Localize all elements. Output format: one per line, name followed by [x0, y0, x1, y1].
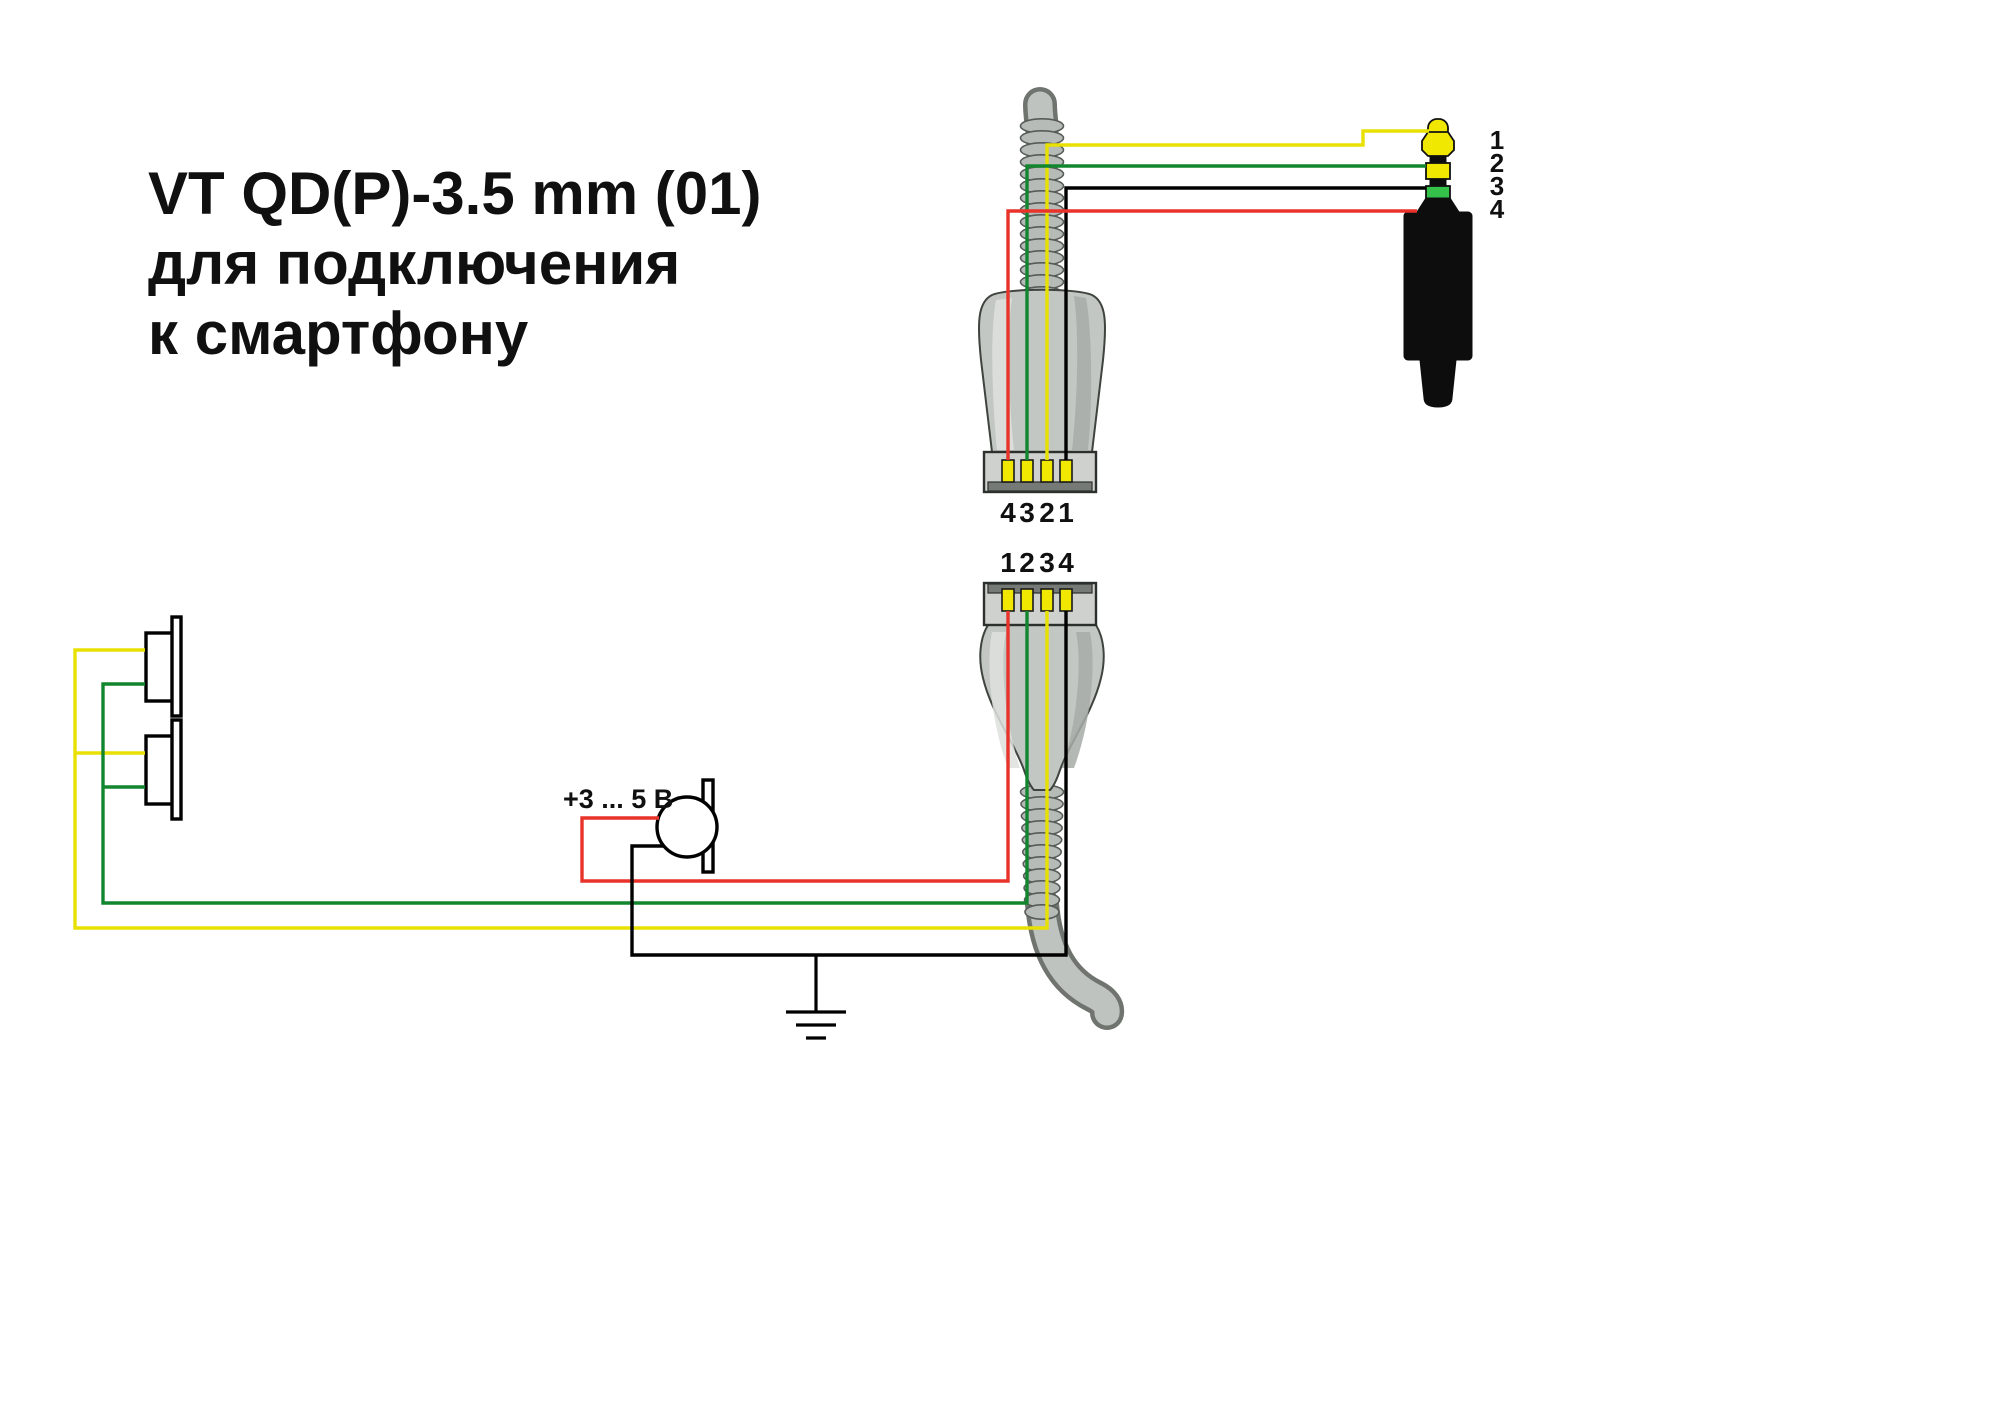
top-pin-label-1: 1	[1058, 497, 1074, 528]
top-pin-label-3: 3	[1019, 497, 1035, 528]
title-line-2: для подключения	[148, 230, 680, 297]
wire-red-to-microphone	[580, 611, 1010, 883]
bottom-pin-label-3: 3	[1039, 547, 1055, 578]
bottom-cable-inner	[1029, 891, 1120, 1026]
jack-contact-label-4: 4	[1490, 194, 1505, 224]
top-pin-label-4: 4	[1000, 497, 1016, 528]
wire-green-to-jack-ring1	[1025, 164, 1426, 460]
speaker-bottom	[144, 718, 183, 821]
qd-pin-1	[1059, 459, 1073, 483]
qd-pin-4b	[1059, 588, 1073, 612]
wire-yellow-to-jack-tip	[1045, 129, 1429, 460]
top-pin-label-2: 2	[1039, 497, 1055, 528]
wire-black-ground	[630, 611, 1068, 957]
bottom-pin-label-1: 1	[1000, 547, 1016, 578]
diagram-title: VT QD(P)-3.5 mm (01) для подключения к с…	[148, 160, 761, 367]
wire-red-to-jack-sleeve	[1006, 209, 1417, 460]
qd-pin-3	[1020, 459, 1034, 483]
microphone: +3 ... 5 В	[563, 778, 719, 874]
jack-plug: 1 2 3 4	[1403, 118, 1505, 408]
qd-pin-1b	[1001, 588, 1015, 612]
jack-sleeve-flare	[1416, 197, 1460, 213]
speaker-bottom-diaphragm	[170, 718, 183, 821]
qd-pin-2b	[1020, 588, 1034, 612]
jack-contact-label-1: 1	[1490, 125, 1504, 155]
bottom-body-shadow	[1062, 632, 1093, 768]
bottom-qd-connector: 1 2 3 4	[979, 547, 1125, 1030]
jack-band-yellow	[1425, 162, 1451, 180]
title-line-3: к смартфону	[148, 300, 529, 367]
ground-lines	[786, 955, 846, 1040]
jack-contact-label-2: 2	[1490, 148, 1504, 178]
speaker-top	[144, 615, 183, 718]
jack-contact-label-3: 3	[1490, 171, 1504, 201]
qd-pin-3b	[1040, 588, 1054, 612]
wire-black-to-jack-ring2	[1064, 186, 1426, 460]
jack-strain-relief	[1419, 359, 1457, 408]
jack-ring-2	[1429, 178, 1447, 187]
microphone-voltage-label: +3 ... 5 В	[563, 784, 673, 814]
speaker-top-diaphragm	[170, 615, 183, 718]
top-body-shadow	[1072, 296, 1092, 450]
bottom-connector-body	[979, 624, 1105, 791]
jack-tip-flare	[1421, 131, 1455, 157]
qd-pin-4	[1001, 459, 1015, 483]
bottom-body-highlight	[989, 632, 1020, 768]
bottom-pin-label-2: 2	[1019, 547, 1035, 578]
qd-pin-2	[1040, 459, 1054, 483]
cable-rib	[1024, 903, 1060, 920]
title-line-1: VT QD(P)-3.5 mm (01)	[148, 160, 761, 227]
ground-symbol	[786, 955, 846, 1040]
bottom-connector-face-strip	[987, 583, 1093, 594]
jack-body	[1403, 211, 1473, 361]
microphone-head	[655, 795, 719, 859]
bottom-pin-label-4: 4	[1058, 547, 1074, 578]
wire-yellow-to-speakers	[73, 611, 1049, 930]
jack-band-green	[1425, 185, 1451, 200]
wire-green-to-speakers	[101, 611, 1029, 905]
bottom-corrugated-cable	[1019, 783, 1065, 920]
top-connector-face-strip	[987, 481, 1093, 492]
